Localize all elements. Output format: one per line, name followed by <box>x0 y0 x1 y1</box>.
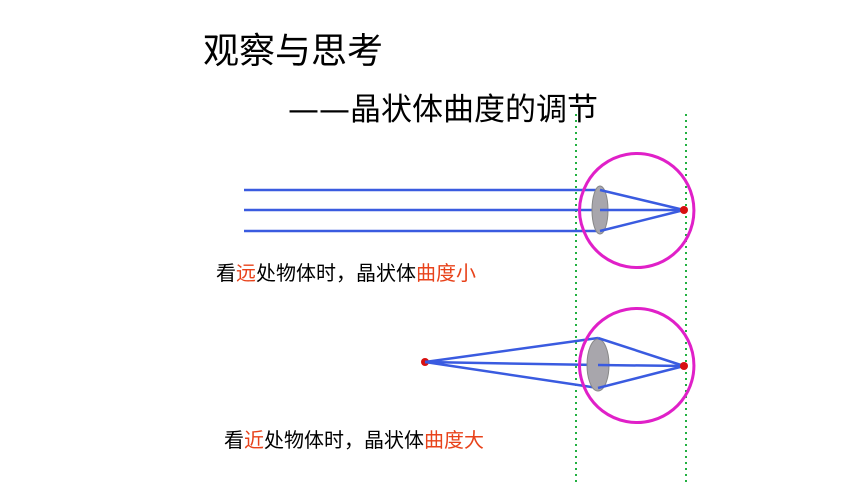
far-vision-eye-group <box>244 152 696 269</box>
slide-subtitle: ——晶状体曲度的调节 <box>288 92 598 128</box>
near-vision-eye-group <box>421 307 696 424</box>
caption-near-part3: 处物体时，晶状体 <box>264 428 424 452</box>
near-eyeball <box>578 307 696 424</box>
near-converge-bottom <box>597 364 685 390</box>
caption-far-highlight-distance: 远 <box>236 261 256 285</box>
far-eyeball <box>578 152 696 269</box>
far-converge-bottom <box>599 208 685 233</box>
slide-title: 观察与思考 <box>203 31 384 72</box>
far-focus-point <box>680 206 688 214</box>
near-ray-middle <box>424 360 599 367</box>
near-converge-middle <box>597 363 685 368</box>
caption-far-part3: 处物体时，晶状体 <box>256 261 416 285</box>
near-ray-top <box>424 336 599 364</box>
caption-far-highlight-curvature: 曲度小 <box>416 261 476 285</box>
caption-far-vision: 看远处物体时，晶状体曲度小 <box>216 257 476 286</box>
far-converge-top <box>599 188 685 212</box>
near-ray-bottom <box>424 360 599 390</box>
caption-near-highlight-curvature: 曲度大 <box>424 428 484 452</box>
near-converge-top <box>597 336 685 368</box>
caption-near-highlight-distance: 近 <box>244 428 264 452</box>
caption-near-part1: 看 <box>224 428 244 452</box>
near-focus-point <box>680 362 688 370</box>
caption-near-vision: 看近处物体时，晶状体曲度大 <box>224 424 484 453</box>
caption-far-part1: 看 <box>216 261 236 285</box>
